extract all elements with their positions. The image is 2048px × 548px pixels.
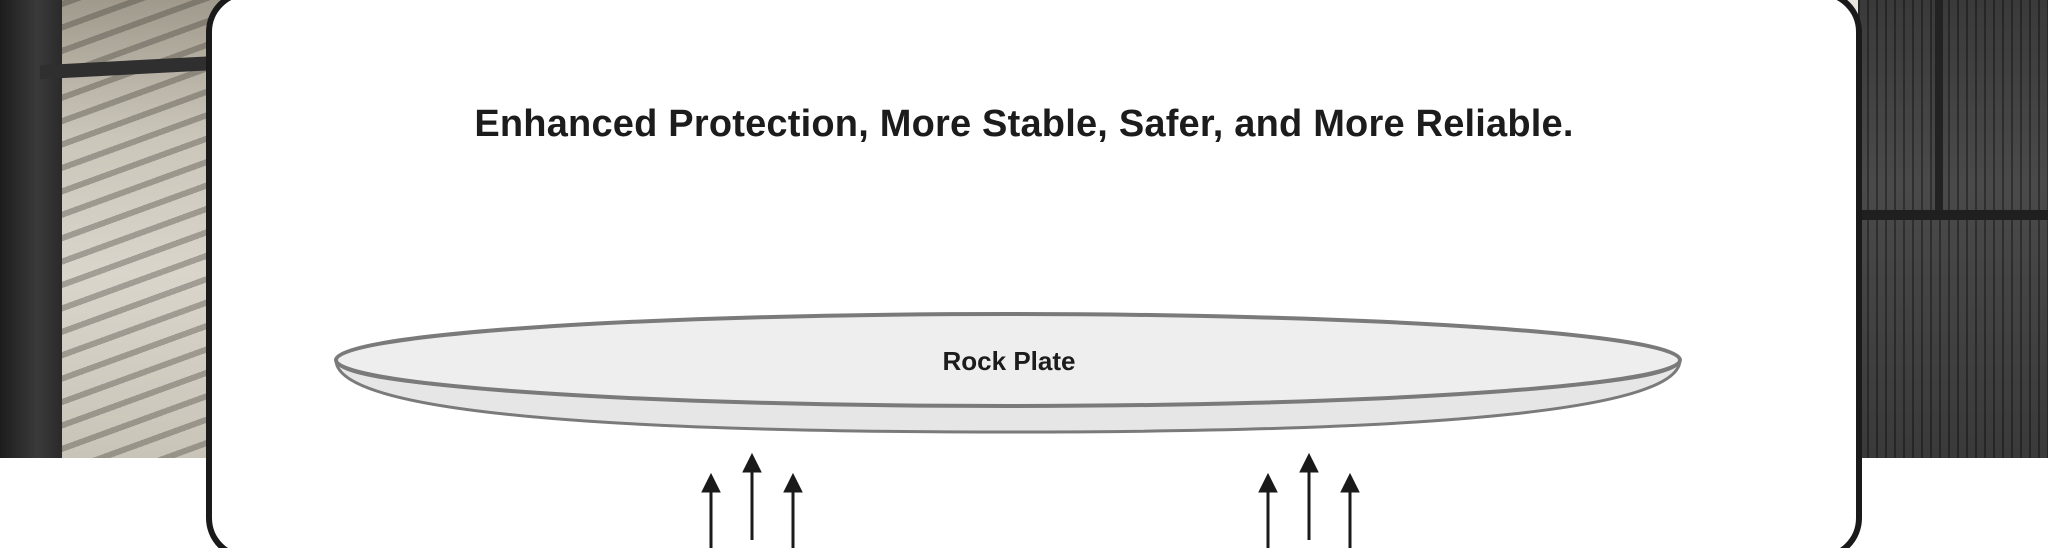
rock-plate xyxy=(334,312,1682,408)
headline: Enhanced Protection, More Stable, Safer,… xyxy=(474,103,1574,145)
background-panel-seam xyxy=(1858,210,2048,220)
arrow-head xyxy=(1258,472,1278,493)
arrow-head xyxy=(701,472,721,493)
left-arrow-group xyxy=(701,452,803,548)
arrow-head xyxy=(783,472,803,493)
info-card xyxy=(206,0,1862,548)
background-wood-panel xyxy=(1858,0,2048,458)
arrow-head xyxy=(1340,472,1360,493)
background-panel-seam-vertical xyxy=(1935,0,1943,210)
rock-plate-label: Rock Plate xyxy=(942,346,1076,376)
arrow-head xyxy=(1299,452,1319,473)
right-arrow-group xyxy=(1258,452,1360,548)
arrow-head xyxy=(742,452,762,473)
